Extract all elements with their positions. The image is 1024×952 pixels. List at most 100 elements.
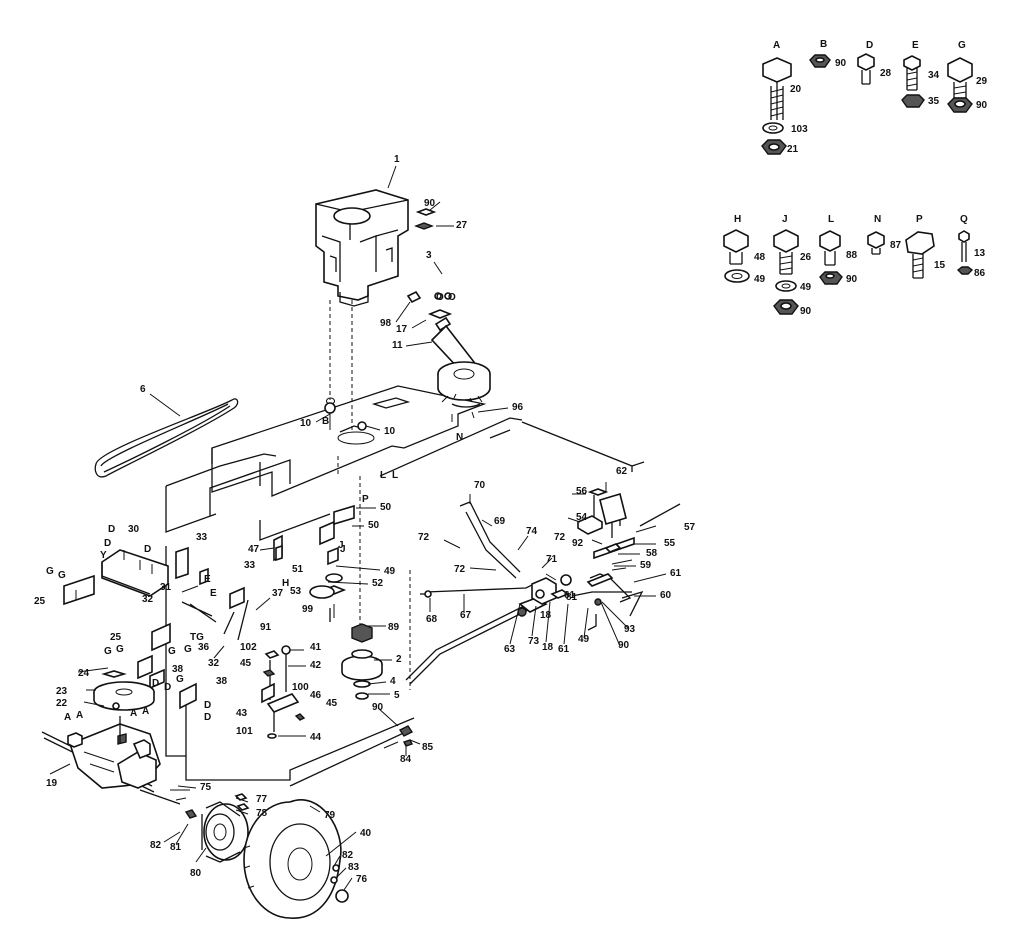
bolt-g-icon <box>947 57 973 99</box>
bolt-j-icon <box>773 229 799 275</box>
callout-50a: 50 <box>380 502 392 513</box>
guide-lines <box>329 300 411 690</box>
legend-nut-J: 90 <box>800 306 812 317</box>
callout-68: 68 <box>426 614 438 625</box>
callout-84: 84 <box>400 754 412 765</box>
callout-100: 100 <box>292 682 309 693</box>
washer-49-icon <box>724 269 750 283</box>
callout-38b: 38 <box>216 676 228 687</box>
callout-Ob: O <box>448 292 456 303</box>
callout-81a: 81 <box>170 842 182 853</box>
callout-79: 79 <box>324 810 336 821</box>
hardware-legend <box>723 53 974 315</box>
legend-letter-L: L <box>828 214 834 225</box>
callout-47: 47 <box>248 544 260 555</box>
callout-Tg: TG <box>190 632 204 643</box>
legend-part-Q: 13 <box>974 248 986 259</box>
callout-96: 96 <box>512 402 524 413</box>
callout-30: 30 <box>128 524 140 535</box>
callout-78: 78 <box>256 808 268 819</box>
callout-Pa: P <box>362 494 369 505</box>
callout-51: 51 <box>292 564 304 575</box>
bolt-e-icon <box>903 55 921 91</box>
callout-De: D <box>164 682 171 693</box>
callout-27: 27 <box>456 220 468 231</box>
legend-letter-N: N <box>874 214 881 225</box>
callout-18b: 18 <box>542 642 554 653</box>
tire <box>243 799 342 919</box>
axle-hardware <box>170 789 349 903</box>
callout-58: 58 <box>646 548 658 559</box>
callout-52: 52 <box>372 578 384 589</box>
nut-21-icon <box>761 139 787 155</box>
callout-23: 23 <box>56 686 68 697</box>
callout-Ge: G <box>168 646 176 657</box>
callout-61b: 61 <box>564 590 576 601</box>
callout-Gf: G <box>184 644 192 655</box>
callout-45b: 45 <box>326 698 338 709</box>
callout-81b: 81 <box>566 592 578 603</box>
drive-belt <box>94 398 239 478</box>
legend-part-H: 48 <box>754 252 766 263</box>
callout-90a: 90 <box>424 198 436 209</box>
callout-101: 101 <box>236 726 253 737</box>
callout-63: 63 <box>504 644 516 655</box>
legend-washer-A: 103 <box>791 124 808 135</box>
callout-33a: 33 <box>196 532 208 543</box>
wheel-rim <box>184 801 249 863</box>
callout-55: 55 <box>664 538 676 549</box>
legend-nut-A: 21 <box>787 144 799 155</box>
callout-98: 98 <box>380 318 392 329</box>
callout-10a: 10 <box>300 418 312 429</box>
callout-32b: 32 <box>208 658 220 669</box>
legend-part-L: 88 <box>846 250 858 261</box>
legend-nut-E: 35 <box>928 96 940 107</box>
callout-Ya: Y <box>100 550 107 561</box>
bolt-a-icon <box>762 57 792 120</box>
legend-part-E: 34 <box>928 70 940 81</box>
callout-Na: N <box>456 432 463 443</box>
callout-Gb: G <box>58 570 66 581</box>
callout-Ae: A <box>142 706 149 717</box>
callout-53: 53 <box>290 586 302 597</box>
callout-31: 31 <box>160 582 172 593</box>
callout-La: L <box>380 470 386 481</box>
legend-nut-Q: 86 <box>974 268 986 279</box>
left-brackets <box>63 534 283 710</box>
nut-90b-icon <box>773 299 799 315</box>
legend-nut-L: 90 <box>846 274 858 285</box>
callout-Ac: A <box>76 710 83 721</box>
legend-part-B: 90 <box>835 58 847 69</box>
legend-part-N: 87 <box>890 240 902 251</box>
callout-Dg: D <box>204 712 211 723</box>
callout-93: 93 <box>624 624 636 635</box>
callout-102: 102 <box>240 642 257 653</box>
transmission-pulley <box>93 670 155 711</box>
callout-Dc: D <box>144 544 151 555</box>
callout-45a: 45 <box>240 658 252 669</box>
callout-73: 73 <box>528 636 540 647</box>
callout-25b: 25 <box>110 632 122 643</box>
callout-Da: D <box>108 524 115 535</box>
callout-99: 99 <box>302 604 314 615</box>
callout-89: 89 <box>388 622 400 633</box>
callout-Eb: E <box>210 588 217 599</box>
callout-37: 37 <box>272 588 284 599</box>
callout-40: 40 <box>360 828 372 839</box>
callout-19: 19 <box>46 778 58 789</box>
nut-90c-icon <box>819 271 843 285</box>
bolt-p-icon <box>905 231 935 279</box>
callout-57: 57 <box>684 522 696 533</box>
callout-32a: 32 <box>142 594 154 605</box>
nut-90-icon <box>947 97 973 113</box>
callout-6: 6 <box>140 384 146 395</box>
callout-1: 1 <box>394 154 400 165</box>
callout-49a: 49 <box>384 566 396 577</box>
leader-lines <box>49 165 667 891</box>
callout-85: 85 <box>422 742 434 753</box>
callout-24: 24 <box>78 668 90 679</box>
callout-72c: 72 <box>454 564 466 575</box>
callout-Gc: G <box>116 644 124 655</box>
center-pulley <box>321 397 383 700</box>
